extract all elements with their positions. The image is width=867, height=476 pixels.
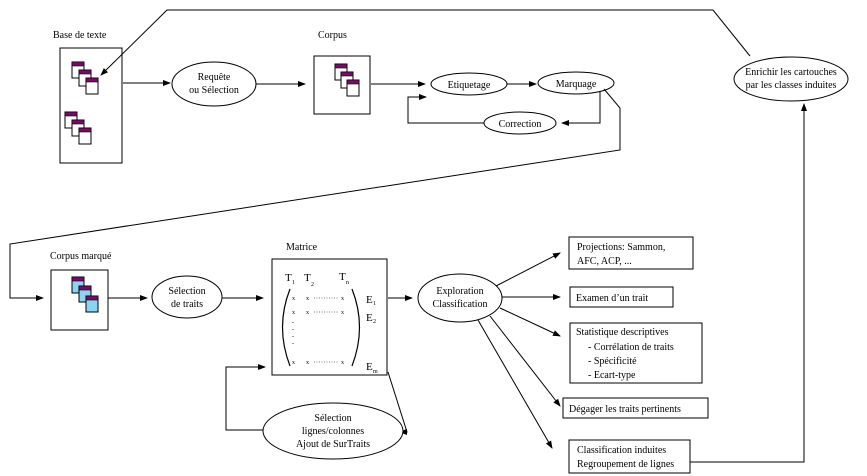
svg-text:- Spécificité: - Spécificité <box>588 356 637 367</box>
svg-text:x: x <box>341 310 344 316</box>
svg-text:1: 1 <box>373 301 376 307</box>
matrix-t1: T <box>285 272 292 284</box>
document-icon <box>78 127 92 145</box>
svg-text:Ajout de SurTraits: Ajout de SurTraits <box>296 439 370 450</box>
matrix-em: E <box>366 361 373 373</box>
svg-text:Etiquetage: Etiquetage <box>448 80 491 91</box>
arrow-exploration-stat <box>499 307 561 337</box>
svg-text:Marquage: Marquage <box>556 79 597 90</box>
examen-box: Examen d’un trait <box>569 286 674 308</box>
svg-text:Dégager les traits pertinents: Dégager les traits pertinents <box>569 404 681 415</box>
classification-box: Classification induites Regroupement de … <box>568 439 691 474</box>
document-icon <box>346 79 360 97</box>
arrow-marquage-correction <box>561 91 601 126</box>
svg-text:2: 2 <box>311 282 314 288</box>
svg-text:m: m <box>373 369 378 375</box>
svg-text:x: x <box>292 310 295 316</box>
svg-text:Examen d’un trait: Examen d’un trait <box>576 293 648 304</box>
arrow-sellignes-matrice <box>225 364 266 431</box>
svg-text:Sélection: Sélection <box>168 286 205 297</box>
matrice-box: T 1 T 2 T n x x x x x x x x x E 1 E 2 E … <box>271 258 388 376</box>
arrow-classif-enrichir <box>690 103 807 463</box>
arrow-enrichir-base <box>100 9 751 76</box>
enrichir-node: Enrichir les cartouches par les classes … <box>733 56 849 102</box>
svg-text:- Ecart-type: - Ecart-type <box>588 370 636 381</box>
base-texte-box <box>59 47 123 164</box>
svg-text:2: 2 <box>373 319 376 325</box>
matrix-e1: E <box>366 294 373 306</box>
matrix-left-paren <box>281 288 291 367</box>
svg-text:Statistique descriptives: Statistique descriptives <box>576 327 669 338</box>
svg-text:Regroupement de lignes: Regroupement de lignes <box>577 459 674 470</box>
svg-text:x: x <box>341 360 344 366</box>
svg-text:x: x <box>292 360 295 366</box>
corpus-box <box>313 55 371 115</box>
matrix-e2: E <box>366 312 373 324</box>
selection-traits-node: Sélection de traits <box>151 275 223 319</box>
degager-box: Dégager les traits pertinents <box>562 397 709 419</box>
svg-text:lignes/colonnes: lignes/colonnes <box>302 426 364 437</box>
matrix-t2: T <box>304 272 311 284</box>
svg-text:x: x <box>306 296 309 302</box>
matrix-right-paren <box>351 288 361 367</box>
arrow-marquage-corpus-marque <box>9 88 621 301</box>
corpus-marque-label: Corpus marqué <box>50 251 112 262</box>
matrix-cells: x x x x x x x x x <box>292 296 344 366</box>
etiquetage-node: Etiquetage <box>430 72 508 96</box>
svg-text:Classification induites: Classification induites <box>577 445 666 456</box>
svg-text:x: x <box>306 360 309 366</box>
svg-text:Correction: Correction <box>499 119 542 130</box>
svg-text:Projections: Sammon,: Projections: Sammon, <box>577 242 665 253</box>
stat-box: Statistique descriptives - Corrélation d… <box>569 322 703 384</box>
arrow-exploration-classif <box>477 319 553 449</box>
svg-text:Exploration: Exploration <box>436 286 483 297</box>
svg-text:de traits: de traits <box>171 299 203 310</box>
correction-node: Correction <box>483 111 557 135</box>
svg-text:x: x <box>292 296 295 302</box>
svg-text:Classification: Classification <box>433 299 488 310</box>
arrow-exploration-degager <box>489 315 561 407</box>
svg-text:n: n <box>346 280 349 286</box>
exploration-node: Exploration Classification <box>417 273 503 323</box>
corpus-marque-box <box>50 269 109 331</box>
svg-text:par les classes induites: par les classes induites <box>746 80 837 91</box>
document-icon <box>85 77 99 95</box>
corpus-label: Corpus <box>318 30 347 41</box>
svg-text:x: x <box>341 296 344 302</box>
svg-text:Enrichir les cartouches: Enrichir les cartouches <box>745 67 837 78</box>
marquage-node: Marquage <box>537 71 615 95</box>
svg-text:- Corrélation de traits: - Corrélation de traits <box>588 342 674 353</box>
document-icon <box>85 295 99 313</box>
arrow-exploration-projections <box>495 252 561 287</box>
projections-box: Projections: Sammon, AFC, ACP, ... <box>568 236 694 270</box>
doc-stack-top <box>64 61 99 145</box>
svg-text:1: 1 <box>292 280 295 286</box>
arrow-correction-etiquetage <box>407 94 484 124</box>
svg-text:AFC, ACP, ...: AFC, ACP, ... <box>577 256 632 267</box>
svg-text:Requête: Requête <box>198 72 231 83</box>
matrix-tn: T <box>339 271 346 283</box>
svg-text:Sélection: Sélection <box>314 413 351 424</box>
requete-node: Requête ou Sélection <box>171 61 257 107</box>
base-texte-label: Base de texte <box>53 30 107 41</box>
svg-text:ou Sélection: ou Sélection <box>189 85 239 96</box>
selection-lignes-node: Sélection lignes/colonnes Ajout de SurTr… <box>262 402 404 460</box>
svg-text:x: x <box>306 310 309 316</box>
matrice-label: Matrice <box>286 242 318 253</box>
